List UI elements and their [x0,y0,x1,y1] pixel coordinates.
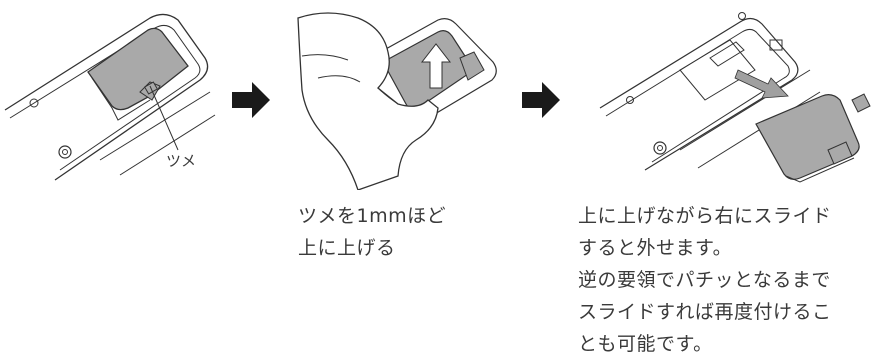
tsume-callout-label: ツメ [166,152,197,170]
step1-illustration [0,0,230,200]
step2-illustration [288,0,518,190]
up-arrow-icon [420,43,452,89]
step2-caption: ツメを1mmほど 上に上げる [298,200,446,264]
caption-line: すると外せます。 [578,237,733,259]
caption-line: ツメを1mmほど [298,205,447,227]
caption-line: スライドすれば再度付けるこ [578,301,832,323]
step3-caption: 上に上げながら右にスライド すると外せます。 逆の要領でパチッとなるまで スライ… [578,200,832,360]
caption-line: とも可能です。 [578,333,713,355]
caption-line: 上に上げながら右にスライド [578,205,832,227]
right-arrow-icon [522,82,562,122]
caption-line: 上に上げる [298,237,396,259]
slide-arrow-icon [734,69,789,99]
step3-illustration [590,0,877,200]
right-arrow-icon [232,82,272,122]
caption-line: 逆の要領でパチッとなるまで [578,269,831,291]
